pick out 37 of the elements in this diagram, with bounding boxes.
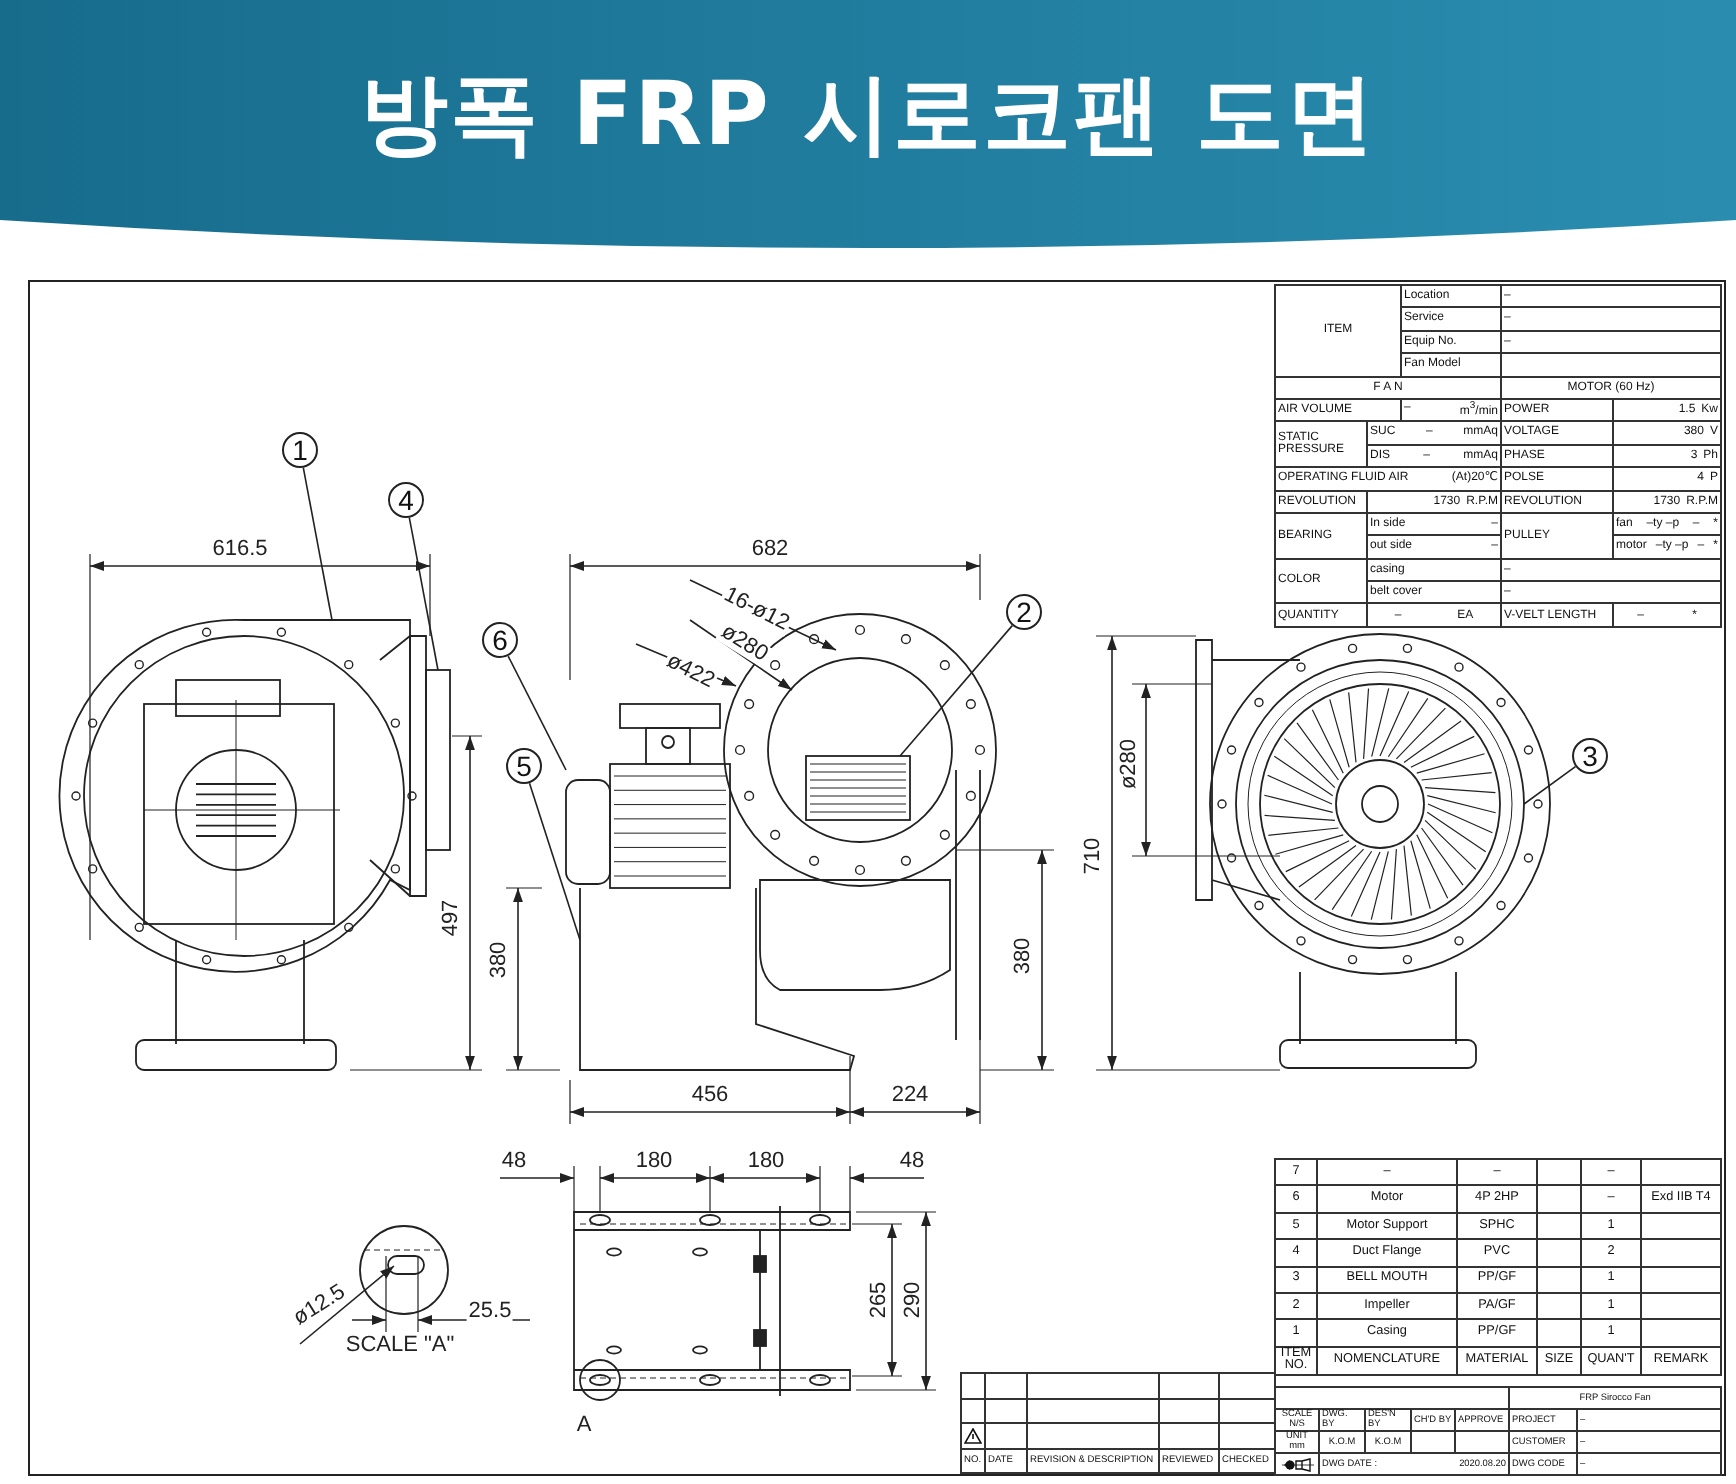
dimension-label: 290 xyxy=(903,1279,925,1321)
leader-line xyxy=(507,655,567,771)
dimension-label: 180 xyxy=(745,1151,787,1173)
bell-mouth-drawing xyxy=(1235,659,1525,949)
dimension-label: 25.5 xyxy=(466,1301,514,1323)
dimension-label: 456 xyxy=(689,1085,731,1107)
duct-flange-drawing xyxy=(425,669,451,851)
motor-drawing xyxy=(565,703,731,889)
dimension-label: 48 xyxy=(897,1151,927,1173)
dimension-label: A xyxy=(574,1415,594,1437)
leader-line xyxy=(1523,765,1577,805)
leader-line xyxy=(899,624,1014,757)
dimension-label: 380 xyxy=(1013,935,1035,977)
casing-drawing xyxy=(58,619,411,973)
dimension-label: 710 xyxy=(1083,835,1105,877)
dimension-label: 224 xyxy=(889,1085,931,1107)
leader-line xyxy=(302,466,333,621)
leader-line xyxy=(408,516,439,671)
motor-support-drawing xyxy=(579,887,856,1071)
dimension-label: 497 xyxy=(441,897,463,939)
dimension-label: 265 xyxy=(869,1279,891,1321)
callout-number: 3 xyxy=(1572,738,1608,774)
callout-number: 1 xyxy=(282,432,318,468)
callout-number: 6 xyxy=(482,622,518,658)
leader-line xyxy=(528,782,581,941)
dimension-label: 48 xyxy=(499,1151,529,1173)
dimension-label: 616.5 xyxy=(210,539,270,561)
dimension-label: 380 xyxy=(489,939,511,981)
callout-number: 2 xyxy=(1006,594,1042,630)
dimension-label: ø280 xyxy=(1119,736,1141,792)
dimension-label: 682 xyxy=(749,539,791,561)
dimension-label: 180 xyxy=(633,1151,675,1173)
dimension-label: SCALE "A" xyxy=(343,1335,457,1357)
callout-number: 5 xyxy=(506,748,542,784)
page-title: 방폭 FRP 시로코팬 도면 xyxy=(357,62,1379,170)
impeller-drawing xyxy=(805,755,911,821)
callout-number: 4 xyxy=(388,482,424,518)
